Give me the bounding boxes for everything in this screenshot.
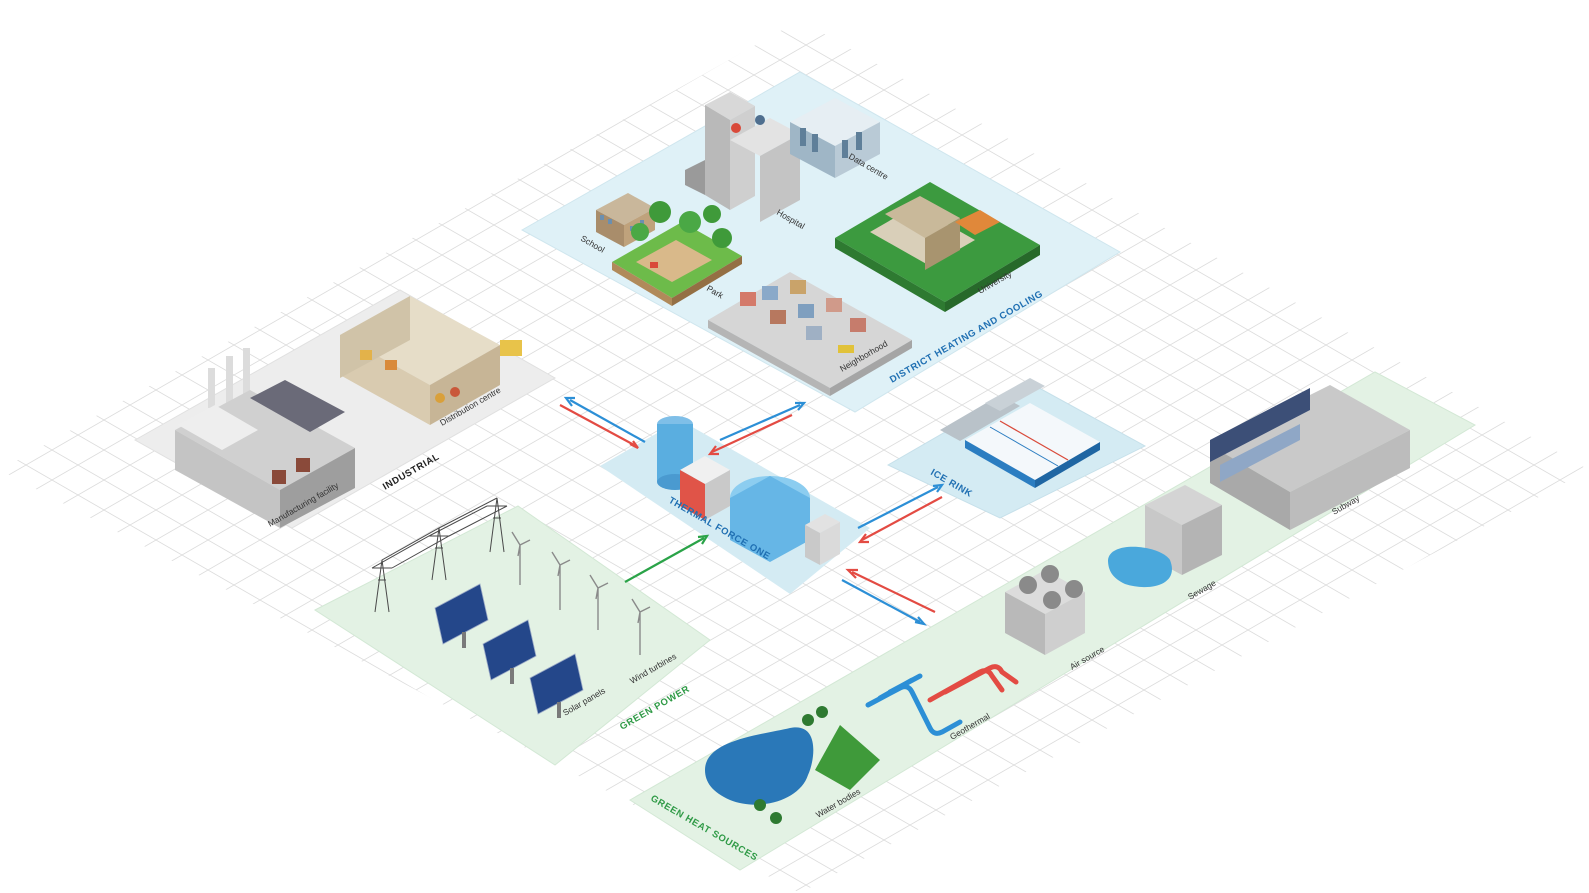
green-power-flow-arrow [624, 534, 710, 583]
university-campus [835, 182, 1040, 312]
data-centre-building [790, 98, 880, 178]
ice-rink-arena [940, 378, 1100, 488]
distribution-centre-building [340, 296, 522, 425]
heat-source-flow-arrows [841, 568, 936, 626]
power-pylons [371, 497, 508, 613]
neighborhood-area [708, 272, 912, 396]
water-bodies-lake [705, 706, 880, 824]
ice-rink-flow-arrows [857, 483, 945, 544]
background-grid [0, 20, 1589, 893]
solar-panel-array [434, 583, 584, 718]
park-area [612, 201, 742, 306]
geothermal-loop [865, 664, 1019, 736]
flow-arrows [559, 396, 945, 626]
wind-turbines [511, 531, 651, 655]
district-flow-arrows [707, 401, 807, 456]
thermal-force-one-unit [657, 416, 840, 565]
hospital-building [685, 92, 800, 222]
subway-station [1210, 385, 1410, 530]
industrial-flow-arrows [559, 396, 646, 449]
air-source-units [1005, 565, 1085, 655]
sewage-outlet [1108, 485, 1222, 588]
manufacturing-facility-building [175, 348, 355, 528]
